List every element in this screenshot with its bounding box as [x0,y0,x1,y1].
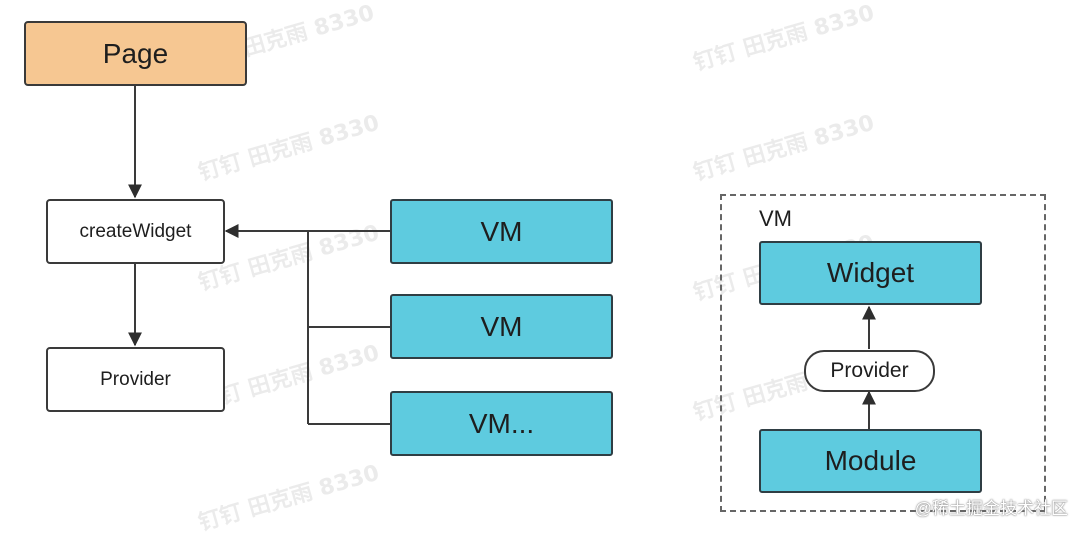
vm-container-label: VM [759,206,792,231]
module-node: Module [759,429,982,493]
create-widget-node: createWidget [46,199,225,264]
provider-node: Provider [46,347,225,412]
vm-node-1: VM [390,199,613,264]
page-node: Page [24,21,247,86]
vm-container [720,194,1046,512]
provider-pill: Provider [804,350,935,392]
vm-node-3: VM... [390,391,613,456]
widget-node: Widget [759,241,982,305]
source-credit: @稀土掘金技术社区 [914,499,1068,518]
vm-node-2: VM [390,294,613,359]
